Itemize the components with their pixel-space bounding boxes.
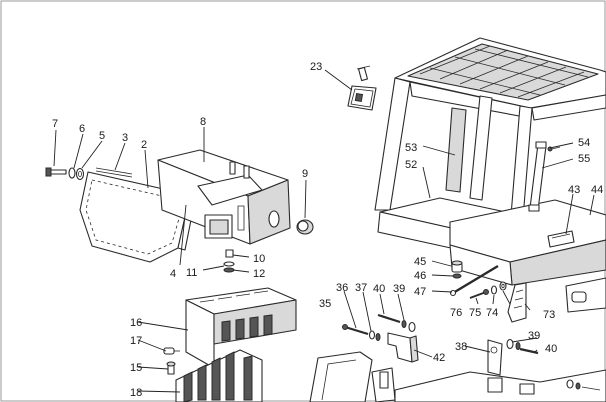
- louvre-18-part: [175, 349, 263, 402]
- callout-40-bottom: 40: [545, 343, 557, 355]
- washer-6-part: [68, 167, 76, 179]
- bracket-42-part: [387, 332, 419, 363]
- lower-frame-part: [309, 351, 606, 402]
- callout-47: 47: [414, 286, 426, 298]
- bracket-73-part: [507, 282, 527, 323]
- callout-39-top: 39: [393, 283, 405, 295]
- callout-labels: 23 8 7 6 5 3 2 9 4 10 11 12 53 52 54 55 …: [52, 61, 603, 399]
- cap-9-part: [296, 219, 314, 235]
- callout-23: 23: [310, 61, 322, 73]
- callout-5: 5: [99, 130, 105, 142]
- callout-12: 12: [253, 268, 265, 280]
- cab-frame-part: [374, 37, 606, 286]
- callout-18: 18: [130, 387, 142, 399]
- cover-16-part: [185, 287, 297, 369]
- callout-7: 7: [52, 118, 58, 130]
- washer-37-part: [375, 333, 381, 341]
- callout-44: 44: [591, 184, 603, 196]
- pin-40a-part: [377, 313, 401, 324]
- callout-36: 36: [336, 282, 348, 294]
- callout-39-bottom: 39: [528, 330, 540, 342]
- callout-76: 76: [450, 307, 462, 319]
- nut-74-part: [499, 281, 507, 291]
- callout-46: 46: [414, 270, 426, 282]
- knob-45-part: [451, 260, 463, 273]
- callout-73: 73: [543, 309, 555, 321]
- housing-part: [157, 149, 291, 245]
- callout-10: 10: [253, 253, 265, 265]
- bracket-38-part: [487, 339, 503, 376]
- callout-75: 75: [469, 307, 481, 319]
- callout-15: 15: [130, 362, 142, 374]
- callout-6: 6: [79, 123, 85, 135]
- bolt-35-part: [342, 324, 369, 336]
- clip-39b-part: [506, 338, 521, 350]
- callout-35: 35: [319, 298, 331, 310]
- right-bracket-part: [565, 277, 606, 313]
- callout-16: 16: [130, 317, 142, 329]
- callout-74: 74: [486, 307, 498, 319]
- callout-54: 54: [578, 137, 590, 149]
- callout-53: 53: [405, 142, 417, 154]
- callout-2: 2: [141, 139, 147, 151]
- callout-42: 42: [433, 352, 445, 364]
- callout-4: 4: [170, 268, 176, 280]
- screw-7-part: [45, 167, 67, 177]
- washer-5-part: [75, 167, 85, 181]
- callout-37: 37: [355, 282, 367, 294]
- callout-40-top: 40: [373, 283, 385, 295]
- leader-lines: [53, 69, 595, 393]
- callout-55: 55: [578, 153, 590, 165]
- callout-3: 3: [122, 132, 128, 144]
- callout-11: 11: [186, 267, 197, 279]
- callout-52: 52: [405, 159, 417, 171]
- pin-40b-part: [519, 347, 539, 355]
- callout-45: 45: [414, 256, 426, 268]
- washer-75-part: [490, 285, 498, 295]
- screw-17-part: [163, 347, 180, 355]
- screw-76-part: [469, 289, 489, 299]
- callout-38: 38: [455, 341, 467, 353]
- callout-9: 9: [302, 168, 308, 180]
- bolt-stack-part: [223, 249, 235, 273]
- callout-17: 17: [130, 335, 142, 347]
- mirror-part: [347, 65, 377, 111]
- callout-43: 43: [568, 184, 580, 196]
- washer-46-part: [452, 273, 462, 279]
- callout-8: 8: [200, 116, 206, 128]
- screw-15-part: [166, 361, 176, 375]
- clip-39a-part: [401, 320, 416, 333]
- bolt-54-part: [547, 146, 561, 152]
- washer-36-part: [368, 330, 376, 340]
